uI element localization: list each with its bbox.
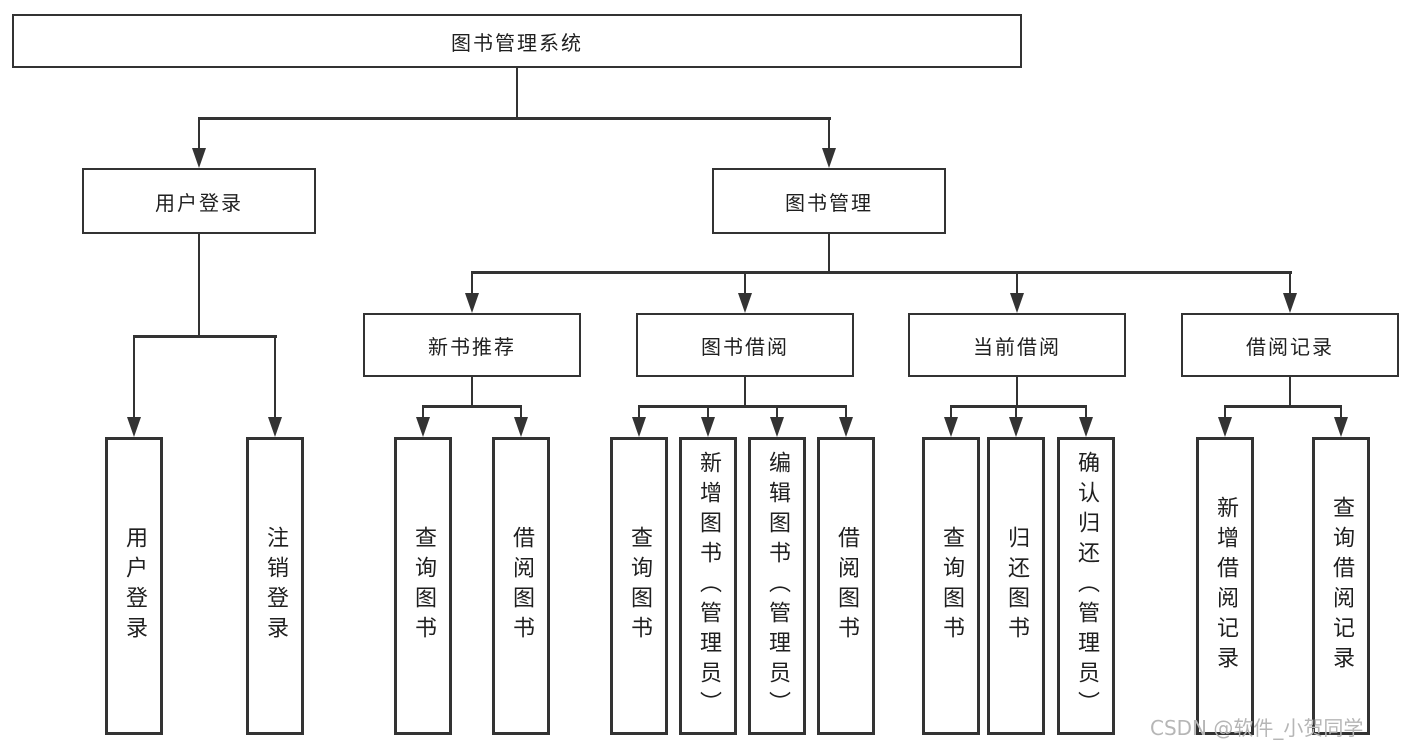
leaf-user-login: 用户登录 <box>105 437 163 735</box>
leaf-br-query-record-label: 查询借阅记录 <box>1329 496 1354 676</box>
connector-to-current-borrow <box>1016 271 1018 295</box>
connector-to-cb-confirm-return <box>1085 405 1087 419</box>
node-book-mgmt-label: 图书管理 <box>785 190 873 215</box>
connector-root-stem <box>516 68 518 118</box>
leaf-bb-edit-book: 编辑图书（管理员） <box>748 437 806 735</box>
node-new-book-rec-label: 新书推荐 <box>428 334 516 359</box>
node-user-login: 用户登录 <box>82 168 316 234</box>
node-root-label: 图书管理系统 <box>451 30 583 55</box>
leaf-br-add-record: 新增借阅记录 <box>1196 437 1254 735</box>
node-book-borrow: 图书借阅 <box>636 313 854 377</box>
connector-to-book-mgmt <box>828 117 830 150</box>
connector-to-bb-query-book <box>638 405 640 419</box>
connector-book-mgmt-stem <box>828 234 830 273</box>
arrow-down-icon <box>514 417 528 437</box>
arrow-down-icon <box>192 148 206 168</box>
connector-to-cb-return-book <box>1015 405 1017 419</box>
arrow-down-icon <box>465 293 479 313</box>
leaf-bb-edit-book-label: 编辑图书（管理员） <box>765 451 790 721</box>
arrow-down-icon <box>738 293 752 313</box>
arrow-down-icon <box>839 417 853 437</box>
leaf-user-login-label: 用户登录 <box>122 526 147 646</box>
node-book-borrow-label: 图书借阅 <box>701 334 789 359</box>
arrow-down-icon <box>1334 417 1348 437</box>
leaf-cb-confirm-return: 确认归还（管理员） <box>1057 437 1115 735</box>
leaf-cb-query-book: 查询图书 <box>922 437 980 735</box>
leaf-logout: 注销登录 <box>246 437 304 735</box>
connector-to-new-book-rec <box>471 271 473 295</box>
leaf-bb-borrow-book-label: 借阅图书 <box>834 526 859 646</box>
connector-user-login-stem <box>198 234 200 337</box>
arrow-down-icon <box>770 417 784 437</box>
leaf-rec-query-book-label: 查询图书 <box>411 526 436 646</box>
connector-level2-rail <box>198 117 831 120</box>
leaf-cb-confirm-return-label: 确认归还（管理员） <box>1074 451 1099 721</box>
connector-to-rec-borrow-book <box>520 405 522 419</box>
leaf-logout-label: 注销登录 <box>263 526 288 646</box>
connector-to-borrow-records <box>1289 271 1291 295</box>
connector-borrow-records-stem <box>1289 377 1291 407</box>
leaf-rec-borrow-book-label: 借阅图书 <box>509 526 534 646</box>
leaf-bb-query-book-label: 查询图书 <box>627 526 652 646</box>
arrow-down-icon <box>1283 293 1297 313</box>
node-user-login-label: 用户登录 <box>155 190 243 215</box>
connector-to-br-query-record <box>1340 405 1342 419</box>
connector-user-login-rail <box>133 335 277 338</box>
connector-to-bb-edit-book <box>776 405 778 419</box>
connector-to-cb-query-book <box>950 405 952 419</box>
node-borrow-records-label: 借阅记录 <box>1246 334 1334 359</box>
node-root: 图书管理系统 <box>12 14 1022 68</box>
connector-to-user-login <box>198 117 200 150</box>
arrow-down-icon <box>416 417 430 437</box>
connector-new-book-rec-rail <box>422 405 522 408</box>
connector-to-logout-leaf <box>274 335 276 419</box>
connector-borrow-records-rail <box>1224 405 1342 408</box>
connector-to-bb-borrow-book <box>845 405 847 419</box>
leaf-br-add-record-label: 新增借阅记录 <box>1213 496 1238 676</box>
leaf-br-query-record: 查询借阅记录 <box>1312 437 1370 735</box>
node-new-book-rec: 新书推荐 <box>363 313 581 377</box>
connector-to-rec-query-book <box>422 405 424 419</box>
connector-current-borrow-rail <box>950 405 1087 408</box>
arrow-down-icon <box>1010 293 1024 313</box>
arrow-down-icon <box>1218 417 1232 437</box>
connector-current-borrow-stem <box>1016 377 1018 407</box>
connector-book-borrow-rail <box>638 405 847 408</box>
connector-to-bb-add-book <box>707 405 709 419</box>
arrow-down-icon <box>1009 417 1023 437</box>
leaf-bb-borrow-book: 借阅图书 <box>817 437 875 735</box>
arrow-down-icon <box>701 417 715 437</box>
leaf-bb-query-book: 查询图书 <box>610 437 668 735</box>
connector-to-book-borrow <box>744 271 746 295</box>
node-borrow-records: 借阅记录 <box>1181 313 1399 377</box>
arrow-down-icon <box>822 148 836 168</box>
arrow-down-icon <box>127 417 141 437</box>
arrow-down-icon <box>1079 417 1093 437</box>
leaf-bb-add-book: 新增图书（管理员） <box>679 437 737 735</box>
connector-to-br-add-record <box>1224 405 1226 419</box>
leaf-rec-borrow-book: 借阅图书 <box>492 437 550 735</box>
arrow-down-icon <box>268 417 282 437</box>
leaf-cb-return-book: 归还图书 <box>987 437 1045 735</box>
node-current-borrow-label: 当前借阅 <box>973 334 1061 359</box>
connector-to-user-login-leaf <box>133 335 135 419</box>
csdn-watermark: CSDN @软件_小贺同学 <box>1150 716 1364 740</box>
leaf-cb-return-book-label: 归还图书 <box>1004 526 1029 646</box>
arrow-down-icon <box>632 417 646 437</box>
connector-level3-rail <box>471 271 1292 274</box>
connector-book-borrow-stem <box>744 377 746 407</box>
leaf-bb-add-book-label: 新增图书（管理员） <box>696 451 721 721</box>
node-book-mgmt: 图书管理 <box>712 168 946 234</box>
arrow-down-icon <box>944 417 958 437</box>
leaf-rec-query-book: 查询图书 <box>394 437 452 735</box>
connector-new-book-rec-stem <box>471 377 473 407</box>
node-current-borrow: 当前借阅 <box>908 313 1126 377</box>
leaf-cb-query-book-label: 查询图书 <box>939 526 964 646</box>
